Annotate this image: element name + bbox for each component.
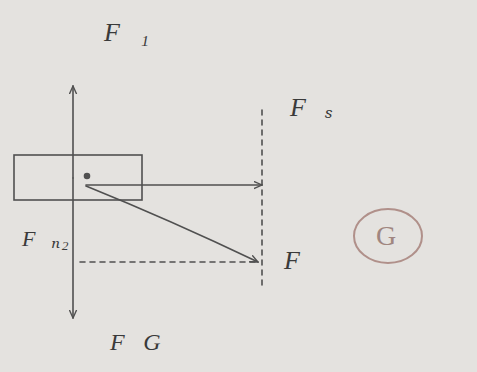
force-label: F⃗ [284,248,320,274]
force-arrow-horizontal [86,184,262,186]
figure-number: G [376,222,396,250]
force-label: F⃗ₙ₂ [22,228,69,250]
dashed-component-line [80,261,256,263]
force-arrow-up [72,86,74,178]
force-label: F⃗ₛ [290,95,334,121]
force-label: F⃗₁ [104,20,149,46]
circle-mark [354,209,422,263]
dashed-component-line [261,110,263,290]
center-dot [85,174,90,179]
force-label: F⃗G [110,330,161,354]
force-arrow-diagonal [86,186,258,262]
body-block [14,155,142,200]
force-arrow-down [72,178,74,318]
